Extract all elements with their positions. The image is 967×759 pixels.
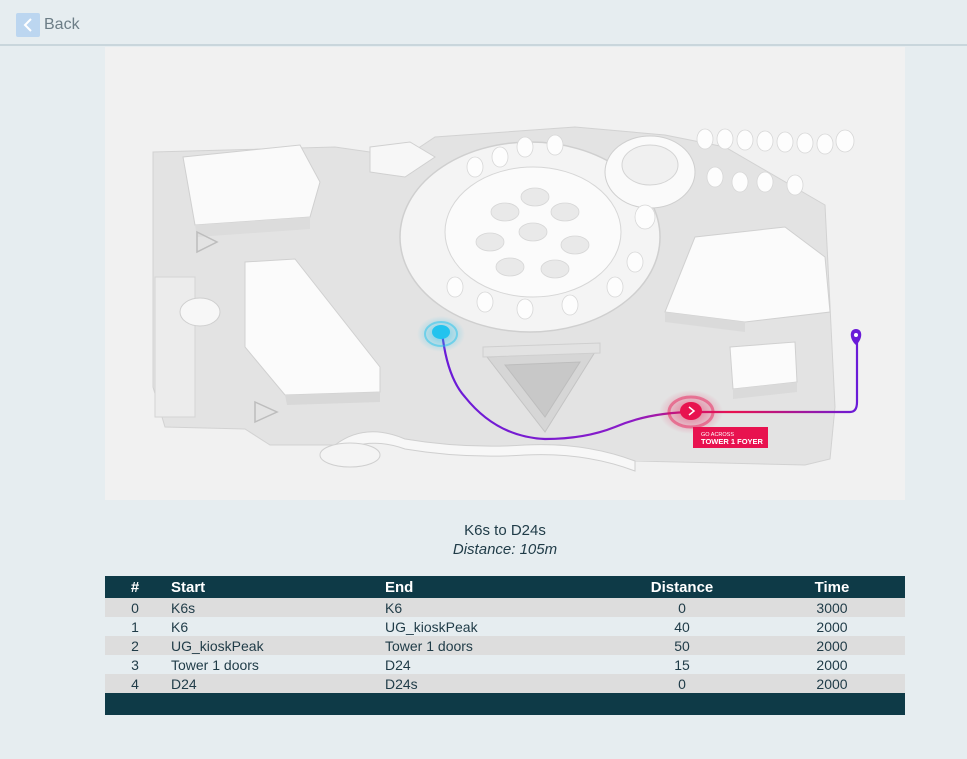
venue-map: GO ACROSS TOWER 1 FOYER (105, 47, 905, 500)
destination-pin-icon (850, 329, 862, 345)
table-footer (105, 693, 905, 715)
cell-num: 2 (131, 637, 139, 654)
route-path (440, 331, 859, 441)
route-title: K6s to D24s (464, 522, 546, 539)
cell-time: 3000 (816, 599, 848, 616)
route-steps-table: # Start End Distance Time 0 K6s K6 0 300… (105, 576, 905, 693)
venue-map-illustration: GO ACROSS TOWER 1 FOYER (105, 47, 905, 500)
cell-distance: 50 (674, 637, 690, 654)
cell-time: 2000 (816, 675, 848, 692)
cell-start: K6 (171, 618, 189, 635)
cell-start: K6s (171, 599, 196, 616)
table-row: 3 Tower 1 doors D24 15 2000 (105, 655, 905, 674)
col-header-start: Start (171, 578, 206, 596)
cell-time: 2000 (816, 637, 848, 654)
back-button[interactable]: Back (16, 12, 80, 38)
cell-end: UG_kioskPeak (385, 618, 478, 635)
cell-num: 0 (131, 599, 139, 616)
back-label: Back (44, 16, 80, 33)
cell-end: D24s (385, 675, 418, 692)
waypoint-marker (659, 390, 723, 434)
cell-num: 4 (131, 675, 139, 692)
cell-distance: 40 (674, 618, 690, 635)
table-row: 4 D24 D24s 0 2000 (105, 674, 905, 693)
chevron-left-icon (16, 13, 40, 37)
cell-end: K6 (385, 599, 403, 616)
cell-distance: 0 (678, 599, 686, 616)
cell-end: Tower 1 doors (385, 637, 473, 654)
table-row: 0 K6s K6 0 3000 (105, 598, 905, 617)
cell-start: UG_kioskPeak (171, 637, 264, 654)
callout-line2: TOWER 1 FOYER (701, 437, 764, 446)
cell-end: D24 (385, 656, 411, 673)
col-header-time: Time (814, 578, 850, 596)
cell-time: 2000 (816, 618, 848, 635)
cell-num: 3 (131, 656, 139, 673)
route-distance: Distance: 105m (452, 541, 558, 558)
start-marker (417, 316, 465, 352)
waypoint-callout: GO ACROSS TOWER 1 FOYER (693, 427, 768, 448)
table-header-row: # Start End Distance Time (105, 576, 905, 598)
callout-line1: GO ACROSS (701, 432, 734, 438)
cell-start: D24 (171, 675, 197, 692)
col-header-num: # (130, 578, 140, 596)
table-row: 2 UG_kioskPeak Tower 1 doors 50 2000 (105, 636, 905, 655)
cell-num: 1 (131, 618, 139, 635)
cell-distance: 15 (674, 656, 690, 673)
col-header-distance: Distance (650, 578, 714, 596)
top-bar: Back (0, 0, 967, 46)
cell-time: 2000 (816, 656, 848, 673)
cell-distance: 0 (678, 675, 686, 692)
table-row: 1 K6 UG_kioskPeak 40 2000 (105, 617, 905, 636)
cell-start: Tower 1 doors (171, 656, 259, 673)
col-header-end: End (385, 578, 414, 596)
